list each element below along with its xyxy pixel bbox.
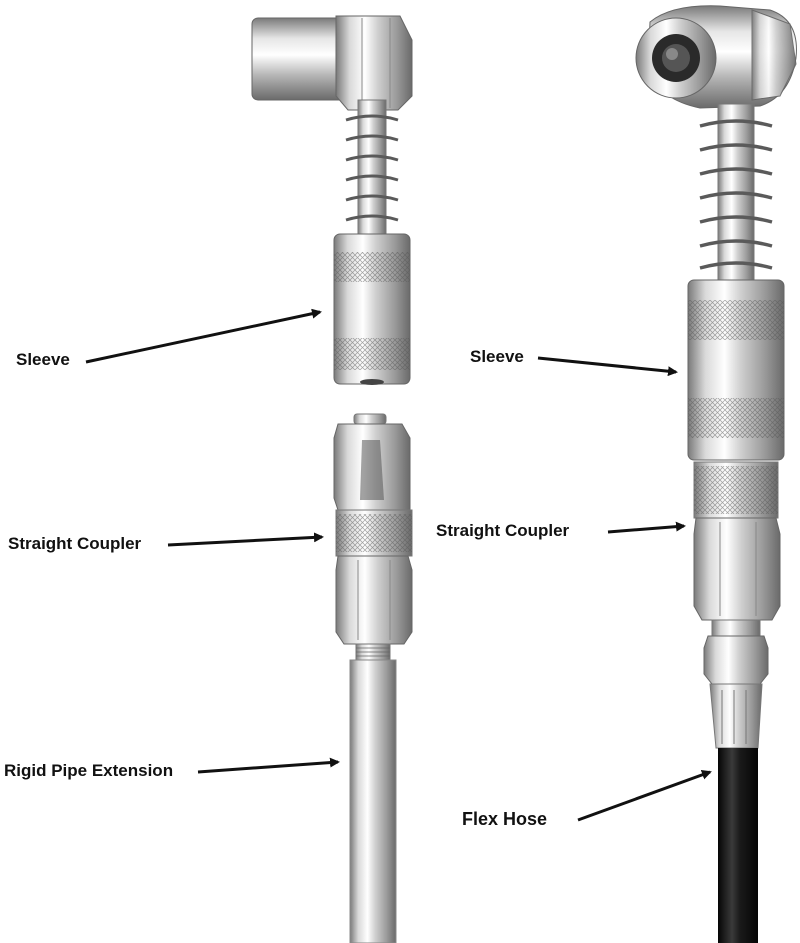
label-left-rigid-pipe-extension: Rigid Pipe Extension xyxy=(4,761,174,780)
left-straight-coupler xyxy=(333,413,413,661)
arrow-left-sleeve xyxy=(85,308,322,364)
arrow-right-hose xyxy=(577,770,712,822)
arrow-left-coupler xyxy=(167,532,324,547)
label-left-straight-coupler: Straight Coupler xyxy=(8,534,142,553)
label-left-sleeve: Sleeve xyxy=(16,350,70,369)
right-hose-fitting xyxy=(703,619,769,749)
right-assembly xyxy=(635,5,797,943)
left-angled-head xyxy=(251,15,413,111)
arrow-right-coupler xyxy=(607,521,686,534)
right-spring xyxy=(699,103,773,283)
right-flex-hose xyxy=(718,748,758,943)
left-sleeve xyxy=(333,233,411,385)
right-sleeve xyxy=(687,279,785,461)
arrow-right-sleeve xyxy=(537,356,678,377)
right-straight-coupler xyxy=(693,461,781,621)
label-right-straight-coupler: Straight Coupler xyxy=(436,521,570,540)
left-spring xyxy=(345,99,399,241)
right-angled-head xyxy=(635,5,797,109)
label-right-flex-hose: Flex Hose xyxy=(462,809,548,829)
left-rigid-pipe xyxy=(349,659,397,943)
left-assembly xyxy=(251,15,413,943)
callout-arrows xyxy=(85,308,712,822)
arrow-left-pipe xyxy=(197,757,340,774)
label-right-sleeve: Sleeve xyxy=(470,347,524,366)
